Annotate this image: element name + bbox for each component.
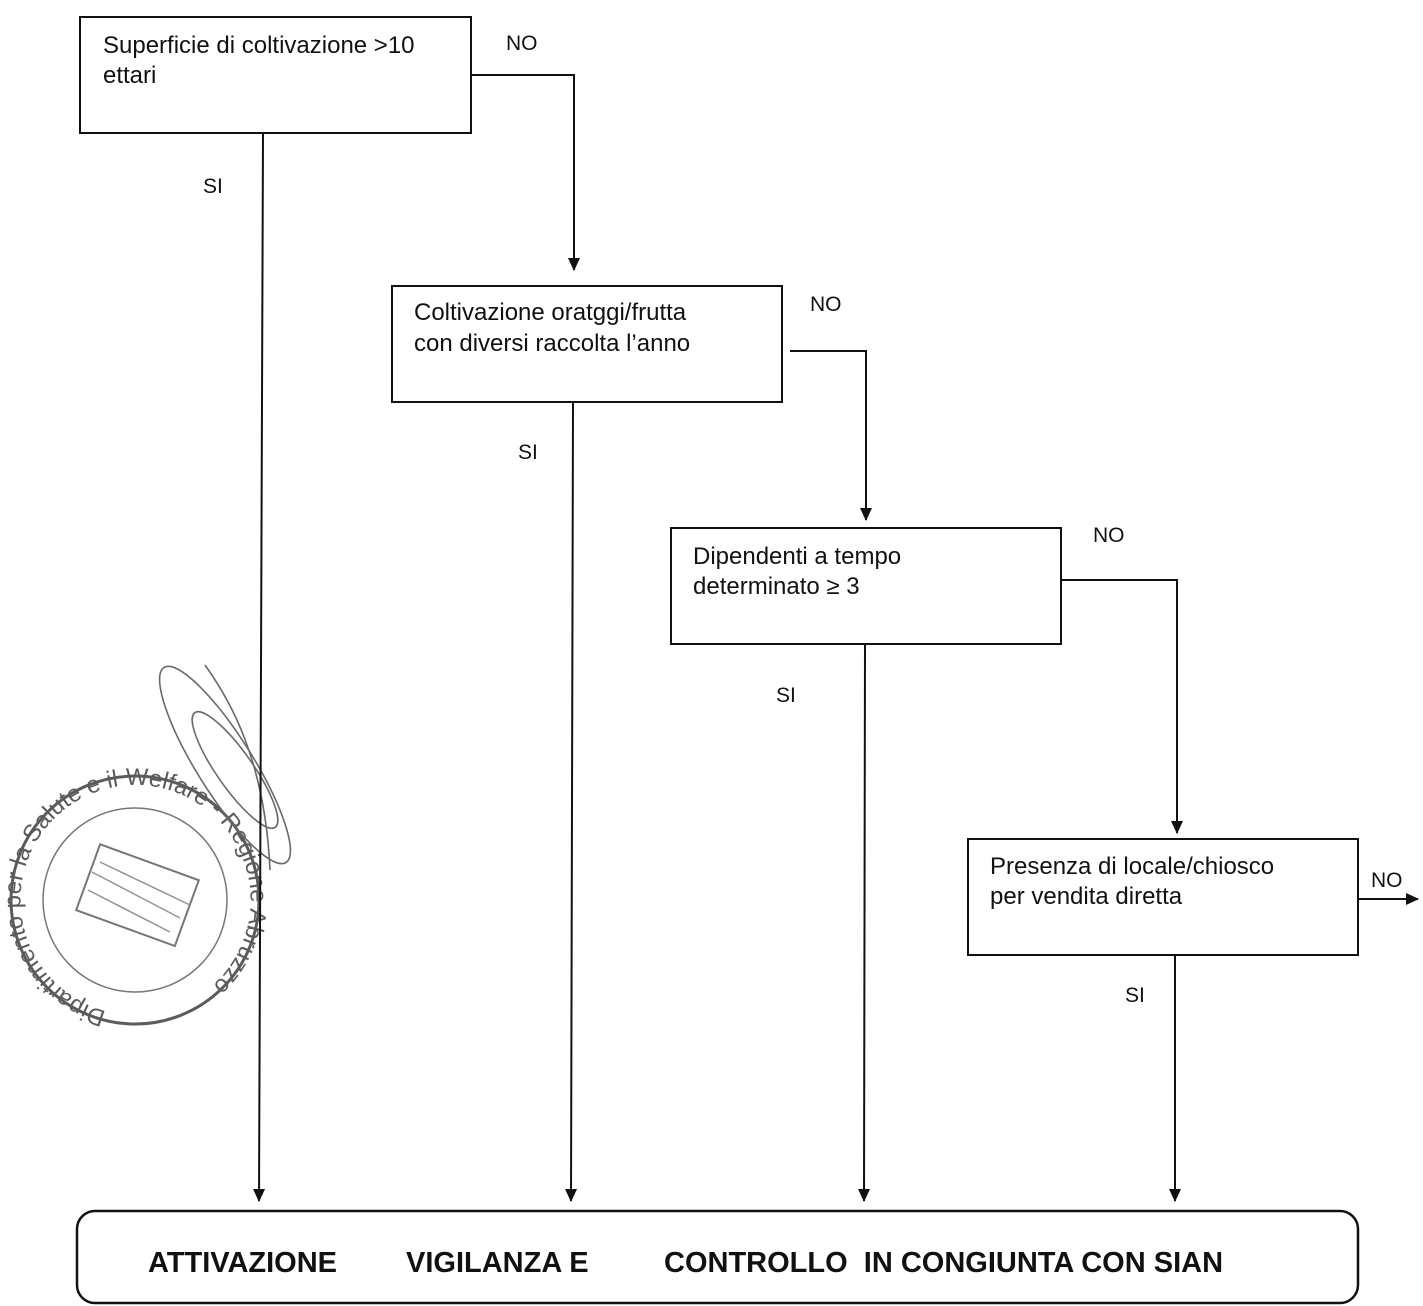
official-stamp: Dipartimento per la Salute e il Welfare … (0, 664, 292, 1031)
no-connector-3 (1061, 579, 1183, 834)
yes-connector-3 (858, 643, 871, 1202)
yes-label-3: SI (776, 684, 796, 707)
yes-label-1: SI (203, 175, 223, 198)
decision-4-line-1: Presenza di locale/chiosco (990, 853, 1274, 880)
yes-label-2: SI (518, 441, 538, 464)
stamp-emblem-icon (74, 843, 201, 948)
no-label-4: NO (1371, 869, 1403, 892)
decision-2-line-2: con diversi raccolta l’anno (414, 330, 690, 357)
outcome-text-part-1: ATTIVAZIONE (148, 1247, 337, 1279)
decision-3-line-2: determinato ≥ 3 (693, 573, 860, 600)
yes-connector-1 (253, 132, 266, 1202)
svg-text:Presenza di locale/chiosco: Presenza di locale/chiosco per vendita d… (990, 853, 1281, 910)
decision-4-line-2: per vendita diretta (990, 883, 1183, 910)
signature-scribble-icon (158, 664, 292, 871)
decision-node-direct-sale-kiosk: Presenza di locale/chiosco per vendita d… (967, 838, 1359, 956)
no-connector-1 (471, 74, 580, 271)
decision-node-surface-area: Superficie di coltivazione >10 ettari (79, 16, 472, 134)
no-label-1: NO (506, 32, 538, 55)
outcome-text-part-2: VIGILANZA E (406, 1247, 589, 1279)
yes-connector-2 (565, 401, 578, 1202)
decision-1-line-2: ettari (103, 62, 156, 89)
svg-text:Superficie di coltivazione >10: Superficie di coltivazione >10 ettari (103, 32, 421, 89)
svg-text:Dipendenti a tempo deter: Dipendenti a tempo determinato ≥ 3 (693, 543, 908, 600)
outcome-box: ATTIVAZIONE VIGILANZA E CONTROLLO IN CON… (75, 1209, 1360, 1305)
decision-3-line-1: Dipendenti a tempo (693, 543, 901, 570)
no-connector-2 (790, 350, 872, 521)
no-label-3: NO (1093, 524, 1125, 547)
stamp-inner-ring (42, 807, 228, 993)
svg-text:Coltivazione oratggi/frutta: Coltivazione oratggi/frutta con diversi … (414, 299, 693, 357)
outcome-text-part-3: CONTROLLO IN CONGIUNTA CON SIAN (664, 1247, 1223, 1279)
yes-label-4: SI (1125, 984, 1145, 1007)
decision-2-line-1: Coltivazione oratggi/frutta (414, 299, 687, 326)
decision-1-line-1: Superficie di coltivazione >10 (103, 32, 415, 59)
decision-node-temp-employees: Dipendenti a tempo determinato ≥ 3 (670, 527, 1062, 645)
decision-node-crop-harvests: Coltivazione oratggi/frutta con diversi … (391, 285, 783, 403)
stamp-outer-ring (9, 774, 261, 1026)
no-label-2: NO (810, 293, 842, 316)
